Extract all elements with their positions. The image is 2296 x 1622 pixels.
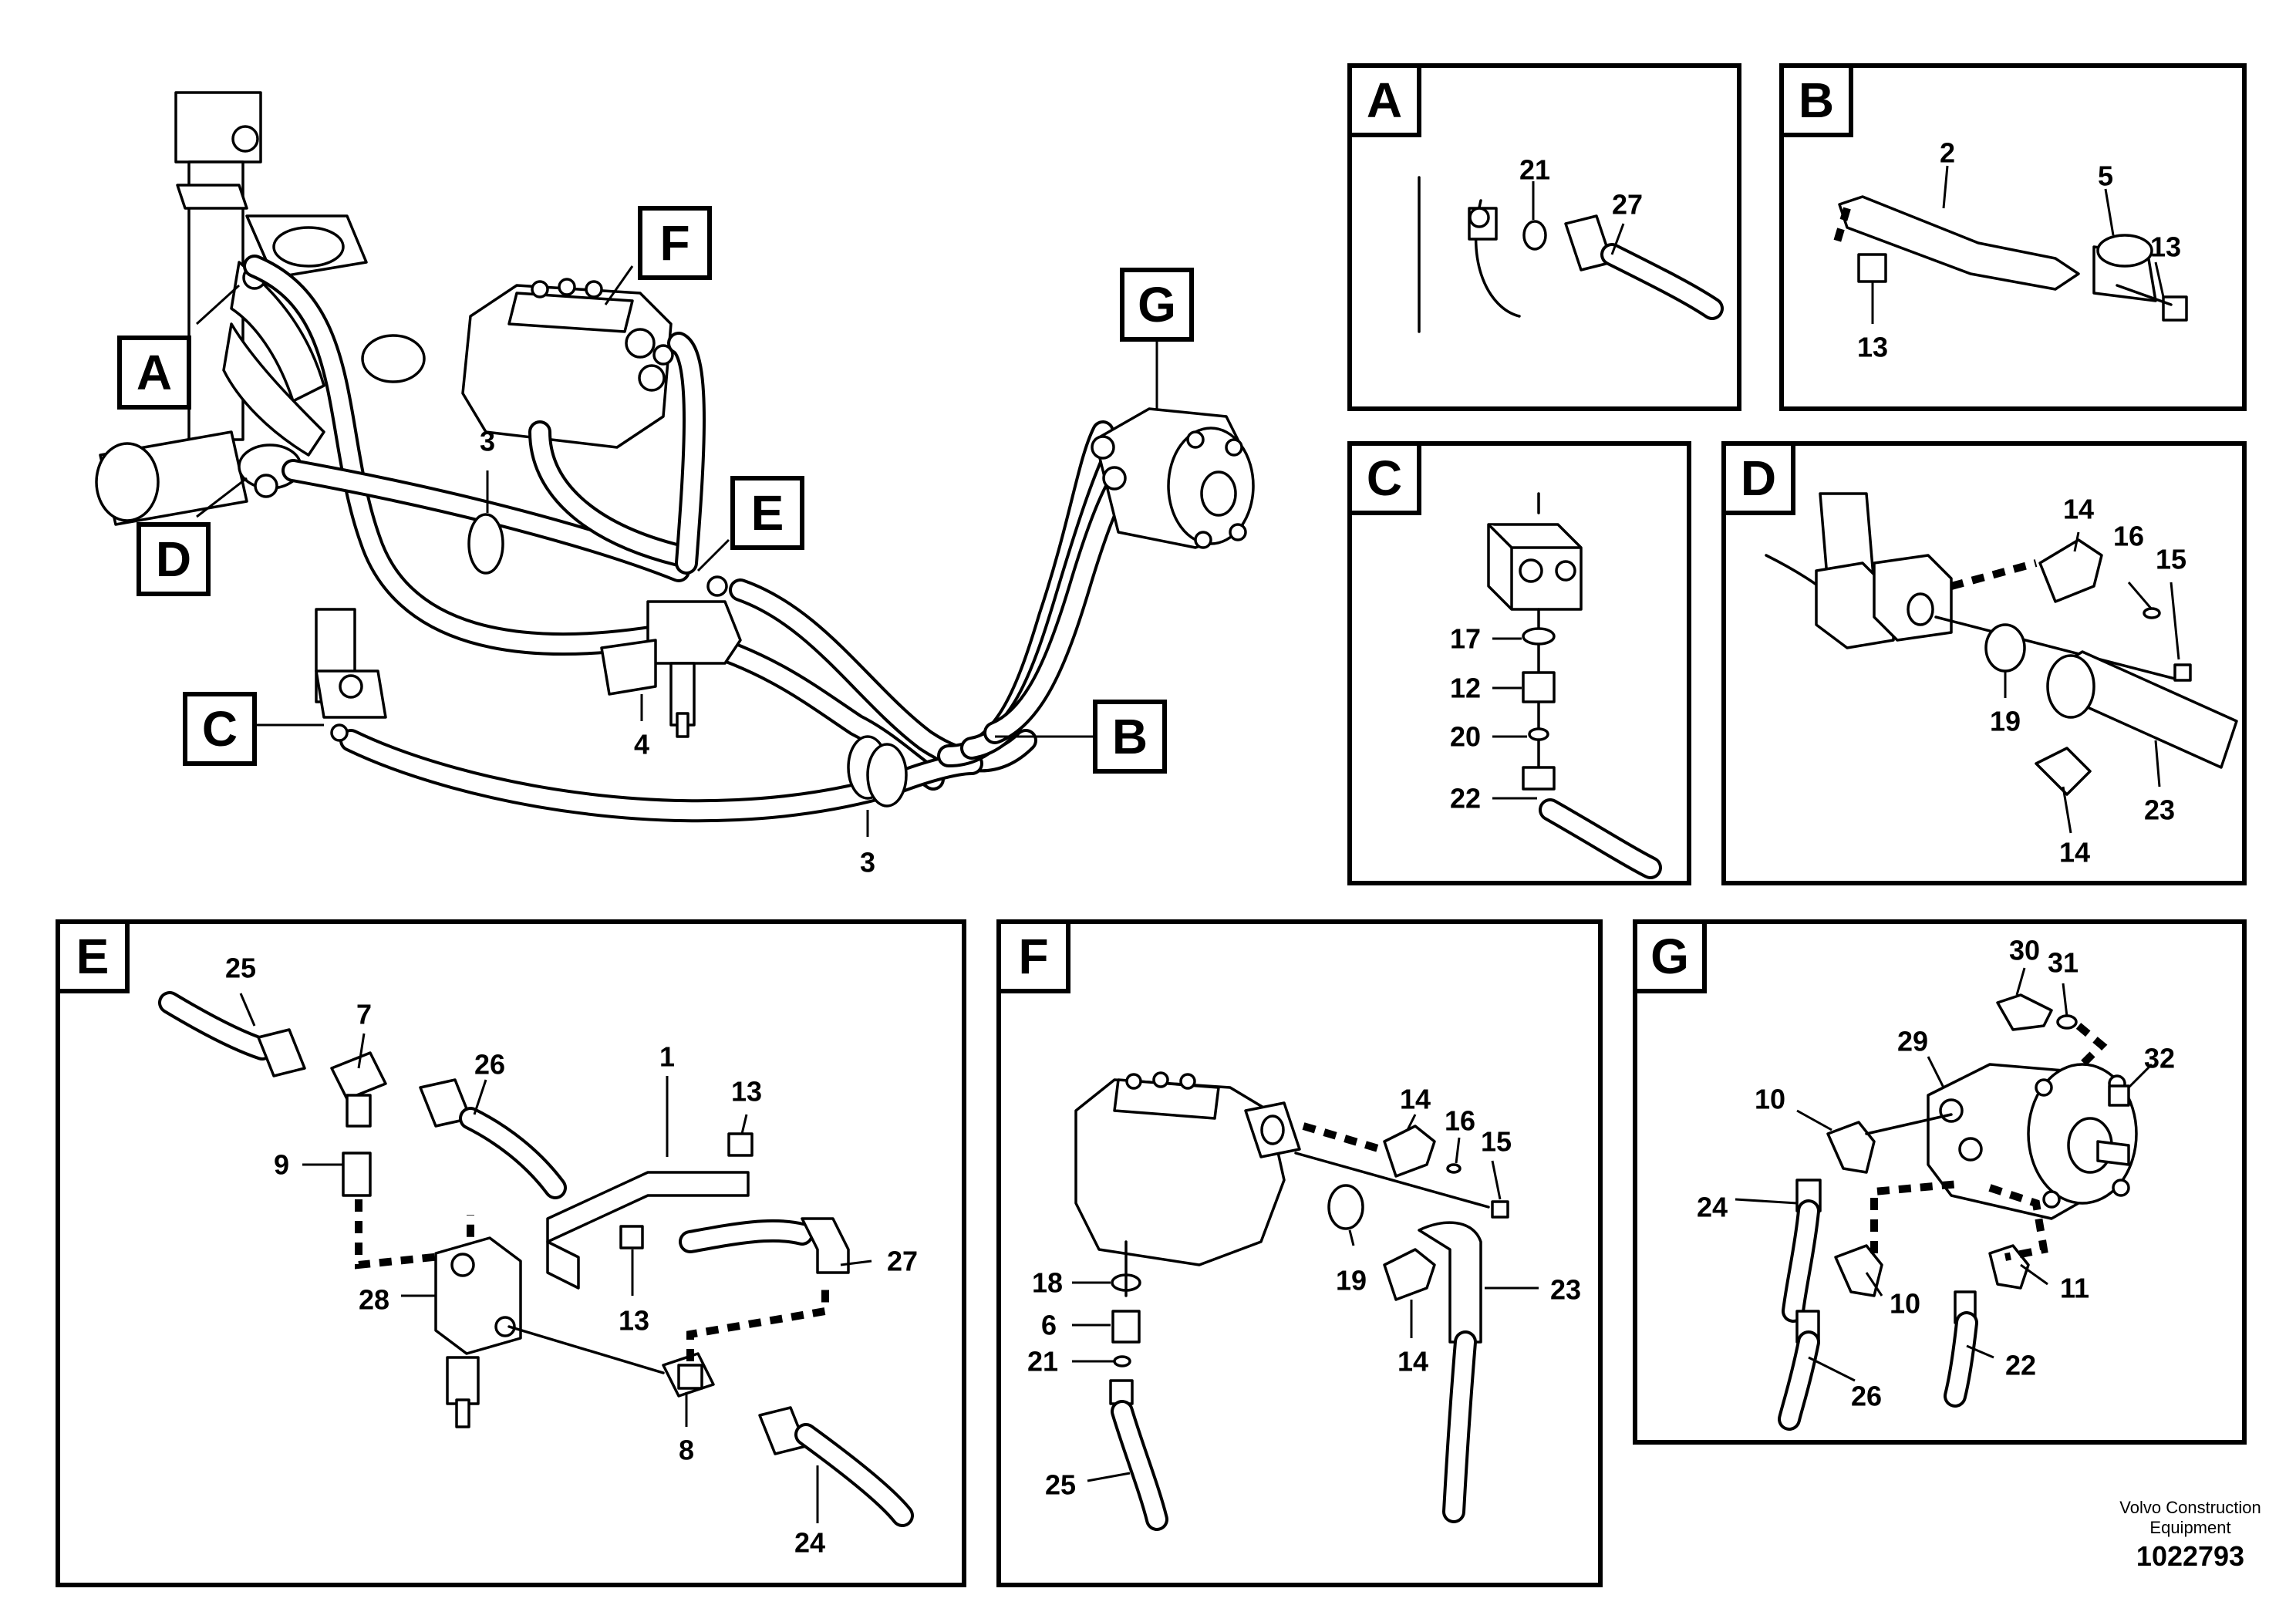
callout-d-text: D [156, 531, 191, 587]
g-30: 30 [2009, 935, 2040, 966]
callout-g [1120, 268, 1194, 342]
d-23: 23 [2144, 794, 2175, 826]
label-3b: 3 [860, 847, 875, 878]
callout-f-text: F [659, 215, 689, 271]
f-6: 6 [1041, 1310, 1057, 1341]
b-2: 2 [1940, 137, 1955, 169]
a-21: 21 [1519, 154, 1550, 186]
callout-g-text: G [1138, 277, 1176, 332]
detail-c: C 17 12 20 22 [1347, 441, 1691, 885]
f-14a: 14 [1400, 1084, 1431, 1115]
detail-g: G [1633, 919, 2247, 1445]
b-5: 5 [2098, 160, 2113, 192]
g-31: 31 [2048, 947, 2079, 979]
g-11: 11 [2060, 1273, 2089, 1304]
detail-d-title: D [1741, 450, 1776, 506]
g-26: 26 [1851, 1381, 1882, 1412]
g-22: 22 [2005, 1350, 2036, 1381]
brand-line-2: Equipment [2149, 1518, 2230, 1537]
overview-drawing: A D C F E G B 3 3 4 [95, 91, 1255, 878]
g-24: 24 [1697, 1192, 1728, 1223]
tee-7 [330, 1051, 387, 1101]
d-16: 16 [2113, 521, 2144, 552]
bracket-2 [1838, 195, 2080, 291]
d-19: 19 [1990, 706, 2021, 737]
g-32: 32 [2144, 1043, 2175, 1074]
e-7: 7 [356, 999, 372, 1030]
callout-e-text: E [751, 485, 784, 541]
e-27: 27 [887, 1246, 918, 1277]
callout-a-text: A [137, 345, 172, 400]
b-13a: 13 [2150, 231, 2181, 263]
e-9: 9 [274, 1149, 289, 1181]
detail-b: B 2 5 13 13 [1779, 63, 2247, 411]
e-13b: 13 [619, 1305, 649, 1337]
f-21: 21 [1027, 1346, 1058, 1378]
detail-f: F 14 16 15 18 [996, 919, 1603, 1587]
footer: Volvo Construction Equipment 1022793 [2119, 1498, 2261, 1572]
b-13b: 13 [1857, 332, 1888, 363]
d-14b: 14 [2059, 837, 2090, 868]
detail-g-title: G [1650, 929, 1689, 984]
e-25: 25 [225, 953, 256, 984]
tee-block [646, 600, 742, 665]
callout-b [1093, 700, 1167, 774]
f-25: 25 [1045, 1469, 1076, 1501]
callout-d [137, 522, 211, 596]
f-18: 18 [1032, 1267, 1063, 1299]
callout-b-text: B [1112, 709, 1148, 764]
f-14b: 14 [1397, 1346, 1428, 1378]
e-26: 26 [474, 1049, 505, 1081]
callout-f [638, 206, 712, 280]
c-22: 22 [1450, 783, 1481, 814]
e-1: 1 [659, 1041, 675, 1073]
e-8: 8 [679, 1435, 694, 1466]
detail-a: A 21 27 [1347, 63, 1741, 411]
detail-e-title: E [76, 929, 110, 984]
d-15: 15 [2156, 544, 2186, 575]
e-24: 24 [794, 1527, 825, 1559]
detail-e: E [56, 919, 966, 1587]
f-15: 15 [1481, 1126, 1512, 1158]
a-27: 27 [1612, 189, 1643, 221]
detail-c-title: C [1367, 450, 1402, 506]
document-number: 1022793 [2136, 1540, 2244, 1572]
detail-a-title: A [1367, 73, 1402, 128]
detail-f-title: F [1018, 929, 1048, 984]
e-13a: 13 [731, 1076, 762, 1108]
c-12: 12 [1450, 673, 1481, 704]
g-10a: 10 [1755, 1084, 1785, 1115]
label-4: 4 [634, 729, 649, 760]
d-14a: 14 [2063, 494, 2094, 525]
callout-e [730, 476, 804, 550]
brand-line-1: Volvo Construction [2119, 1498, 2261, 1517]
f-19: 19 [1336, 1265, 1367, 1297]
f-16: 16 [1445, 1105, 1475, 1137]
g-29: 29 [1897, 1026, 1928, 1057]
c-17: 17 [1450, 623, 1481, 655]
callout-c-text: C [202, 701, 238, 757]
detail-d: D 14 16 15 19 23 14 [1721, 441, 2247, 885]
e-28: 28 [359, 1284, 389, 1316]
f-23: 23 [1550, 1274, 1581, 1306]
g-10b: 10 [1890, 1288, 1920, 1320]
c-20: 20 [1450, 721, 1481, 753]
label-3a: 3 [480, 426, 495, 457]
callout-c [183, 692, 257, 766]
callout-a [117, 336, 191, 410]
detail-b-title: B [1799, 73, 1834, 128]
